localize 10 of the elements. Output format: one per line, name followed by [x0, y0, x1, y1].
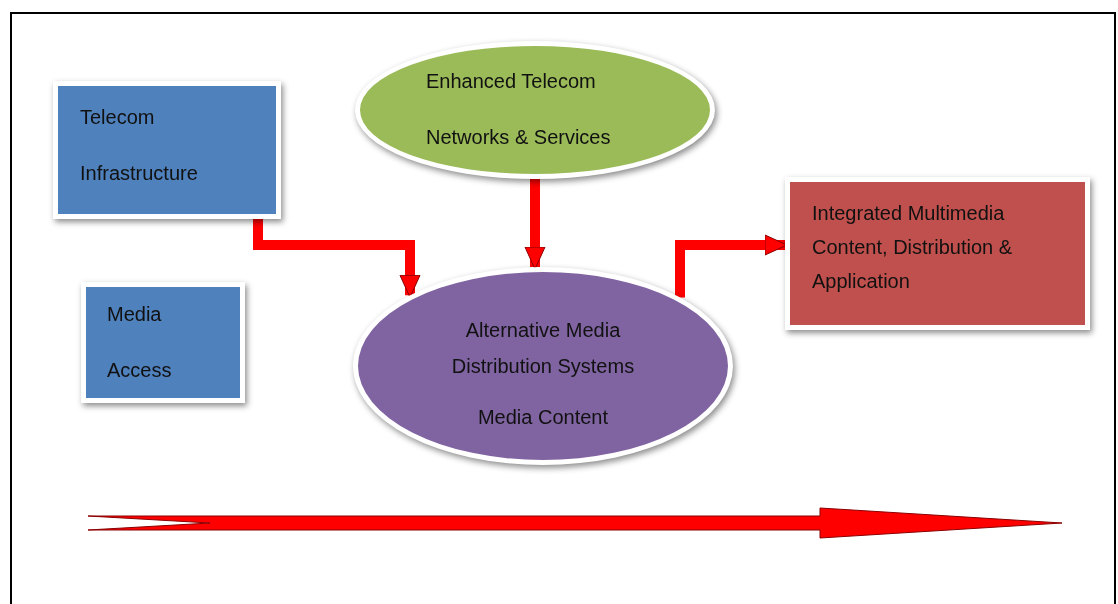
- node-label: Infrastructure: [80, 161, 198, 186]
- node-label: Media: [107, 302, 162, 327]
- node-label: Media Content: [476, 405, 610, 430]
- block-arrow: [253, 219, 421, 298]
- node-label: Alternative Media Distribution Systems: [450, 318, 636, 379]
- node-label: Access: [107, 358, 172, 383]
- node-label: Integrated Multimedia Content, Distribution & Application: [812, 201, 1014, 294]
- node-label: Enhanced Telecom: [426, 69, 596, 94]
- node-label: Networks & Services: [426, 125, 611, 150]
- node-label: Telecom: [80, 105, 155, 130]
